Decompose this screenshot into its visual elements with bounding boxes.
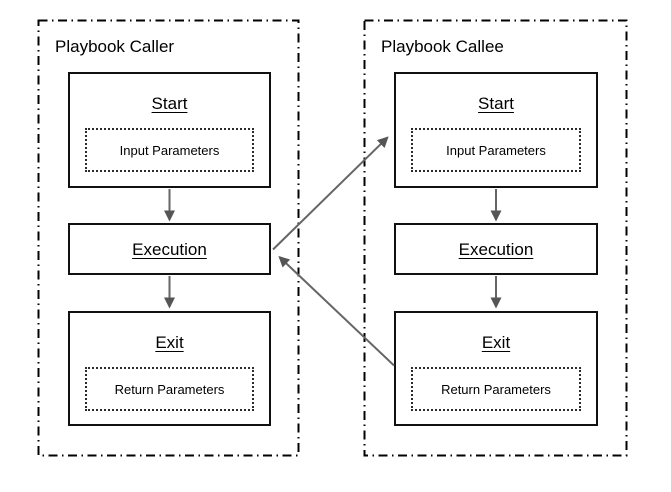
callee-return-parameters-label: Return Parameters — [441, 381, 551, 397]
panel-playbook-callee: Playbook Callee Start Input Parameters E… — [364, 20, 627, 456]
caller-exit-title: Exit — [155, 333, 184, 352]
callee-return-parameters-box: Return Parameters — [411, 367, 581, 411]
panel-playbook-caller: Playbook Caller Start Input Parameters E… — [38, 20, 300, 456]
caller-execution-title: Execution — [132, 239, 207, 259]
caller-return-parameters-label: Return Parameters — [114, 381, 225, 397]
callee-exit-title: Exit — [481, 333, 511, 352]
caller-execution-node: Execution — [68, 223, 271, 275]
caller-return-parameters-box: Return Parameters — [85, 367, 254, 411]
callee-start-node: Start Input Parameters — [394, 72, 598, 188]
caller-exit-node: Exit Return Parameters — [68, 311, 271, 426]
callee-start-title: Start — [478, 94, 514, 113]
callee-execution-node: Execution — [394, 223, 598, 275]
caller-input-parameters-label: Input Parameters — [119, 142, 220, 158]
panel-title-caller: Playbook Caller — [55, 37, 175, 56]
panel-title-callee: Playbook Callee — [381, 37, 504, 56]
callee-input-parameters-box: Input Parameters — [411, 128, 581, 172]
callee-exit-node: Exit Return Parameters — [394, 311, 598, 426]
caller-start-title: Start — [151, 94, 188, 113]
callee-execution-title: Execution — [458, 239, 534, 259]
caller-start-node: Start Input Parameters — [68, 72, 271, 188]
callee-input-parameters-label: Input Parameters — [446, 142, 546, 158]
caller-input-parameters-box: Input Parameters — [85, 128, 254, 172]
